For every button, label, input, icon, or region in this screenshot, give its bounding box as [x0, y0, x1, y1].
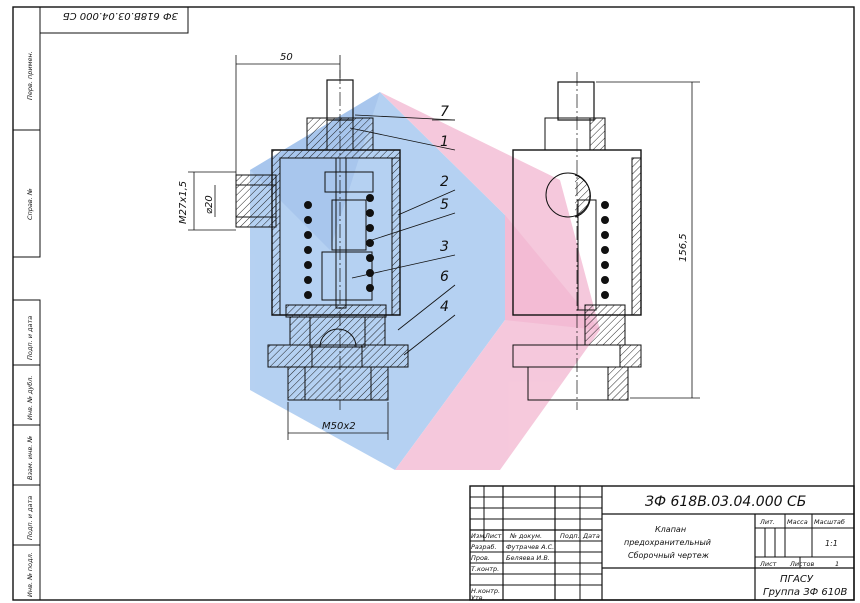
- dim-thread-side: M27x1,5: [178, 181, 189, 224]
- strip-label-6: Подп. и дата: [26, 496, 34, 540]
- front-dimensions: [188, 55, 389, 440]
- strip-label-7: Инв. № подл.: [26, 552, 34, 597]
- title-block: [469, 485, 855, 601]
- tb-name-line-3: Сборочный чертеж: [628, 551, 710, 560]
- dim-width-top: 50: [280, 52, 293, 63]
- tb-lit-label: Лит.: [759, 518, 775, 526]
- tb-role-2: Т.контр.: [471, 565, 499, 573]
- callout-1: 1: [440, 134, 449, 150]
- callout-6: 6: [440, 269, 449, 285]
- dim-thread-bottom: M50x2: [322, 421, 356, 432]
- tb-org-line-2: Группа ЗФ 610В: [763, 587, 848, 598]
- tb-name-line-1: Клапан: [655, 525, 686, 534]
- tb-sheets-value: 1: [835, 560, 839, 568]
- tb-role-0: Разраб.: [471, 543, 497, 551]
- tb-role-4: Утв.: [471, 594, 485, 602]
- watermark-logo: [250, 92, 600, 470]
- tb-designation: ЗФ 618В.03.04.000 СБ: [645, 494, 806, 510]
- doc-code-rotated: ЗФ 618В.03.04.000 СБ: [63, 10, 178, 21]
- callout-3: 3: [440, 239, 449, 255]
- doc-code-box: ЗФ 618В.03.04.000 СБ: [39, 6, 189, 34]
- tb-col-doc: № докум.: [509, 532, 542, 540]
- callout-2: 2: [440, 174, 449, 190]
- side-view: [512, 72, 642, 410]
- tb-col-sign: Подп.: [560, 532, 580, 540]
- tb-name-1: Беляева И.В.: [506, 554, 550, 562]
- sheet-frame: [12, 6, 855, 601]
- strip-label-4: Инв. № дубл.: [26, 376, 34, 420]
- tb-col-list: Лист: [484, 532, 502, 540]
- callout-5: 5: [440, 197, 449, 213]
- strip-label-2: Справ. №: [26, 188, 34, 220]
- strip-label-5: Взам. инв. №: [26, 436, 34, 480]
- callout-7: 7: [440, 104, 449, 120]
- strip-label-1: Перв. примен.: [26, 51, 34, 100]
- tb-role-3: Н.контр.: [471, 587, 500, 595]
- callout-leaders: [349, 114, 456, 356]
- tb-role-1: Пров.: [471, 554, 490, 562]
- side-dimension: [596, 81, 700, 399]
- callout-4: 4: [440, 299, 449, 315]
- tb-name-line-2: предохранительный: [624, 538, 711, 547]
- tb-sheet-label: Лист: [759, 560, 777, 568]
- left-strip-labels: Перв. примен. Справ. № Подп. и дата Инв.…: [26, 51, 34, 597]
- dim-height: 156,5: [678, 233, 689, 262]
- dim-bore: ⌀20: [204, 195, 215, 214]
- tb-sheets-label: Листов: [789, 560, 814, 568]
- tb-mass-label: Масса: [787, 518, 808, 526]
- tb-col-date: Дата: [582, 532, 600, 540]
- strip-label-3: Подп. и дата: [26, 316, 34, 360]
- tb-scale-label: Масштаб: [814, 518, 845, 526]
- front-section-view: [235, 70, 409, 410]
- tb-scale-value: 1:1: [825, 539, 838, 548]
- title-block-text: ЗФ 618В.03.04.000 СБ Клапан предохраните…: [471, 494, 848, 602]
- tb-col-izm: Изм.: [471, 532, 486, 540]
- tb-org-line-1: ПГАСУ: [780, 574, 814, 585]
- tb-name-0: Футрачев А.С.: [506, 543, 554, 551]
